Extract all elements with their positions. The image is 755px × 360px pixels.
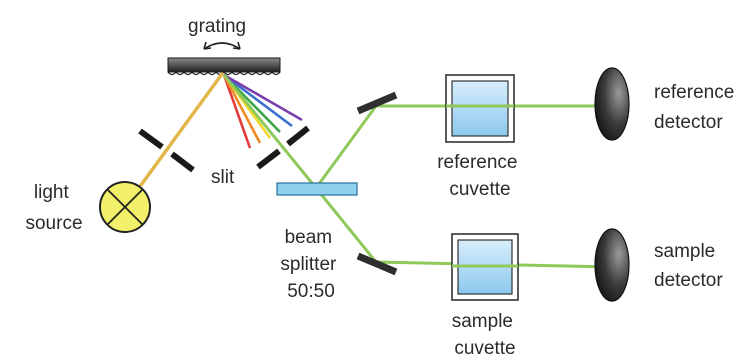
beam-splitter xyxy=(276,182,358,196)
diffraction-grating xyxy=(167,57,281,76)
reference-cuvette-label-line2: cuvette xyxy=(449,179,510,200)
beam-splitter-label: beam splitter 50:50 xyxy=(280,227,341,302)
sample-detector-label-line2: detector xyxy=(654,270,723,291)
sample-cuvette-label-line1: sample xyxy=(452,311,513,332)
beam-splitter-label-line3: 50:50 xyxy=(287,281,335,302)
reference-detector-label-line2: detector xyxy=(654,112,723,133)
white-light-beam xyxy=(123,72,224,209)
spectrum-ray-violet xyxy=(223,73,303,122)
light-source-label-line1: light xyxy=(34,182,70,203)
sample-detector-label: sample detector xyxy=(654,241,723,291)
spectrum-rays xyxy=(222,73,303,149)
reference-detector-label: reference detector xyxy=(654,82,740,133)
reference-cuvette xyxy=(445,74,515,143)
sample-detector-label-line1: sample xyxy=(654,241,715,262)
grating-rotation-arrow-icon xyxy=(203,41,241,50)
sample-cuvette xyxy=(451,233,519,301)
spectrum-ray-blue xyxy=(223,73,293,128)
monochromatic-beam xyxy=(222,74,613,269)
spectrum-ray-red xyxy=(222,74,252,149)
light-source-label: light source xyxy=(25,182,82,234)
light-source-lamp xyxy=(99,181,151,233)
sample-cuvette-label: sample cuvette xyxy=(452,311,519,359)
light-source-label-line2: source xyxy=(25,213,82,234)
reference-mirror xyxy=(356,91,398,115)
reference-detector xyxy=(594,67,630,141)
reference-cuvette-label-line1: reference xyxy=(437,152,517,173)
reference-detector-label-line1: reference xyxy=(654,82,734,103)
sample-mirror xyxy=(356,252,398,276)
slit-label: slit xyxy=(211,167,235,188)
exit-slit xyxy=(256,125,310,170)
spectrum-ray-orange xyxy=(222,74,262,144)
reference-cuvette-label: reference cuvette xyxy=(437,152,523,200)
sample-cuvette-label-line2: cuvette xyxy=(454,338,515,359)
beam-splitter-label-line1: beam xyxy=(285,227,333,248)
grating-label: grating xyxy=(188,16,246,37)
beam-splitter-label-line2: splitter xyxy=(280,254,337,275)
entrance-slit xyxy=(138,128,195,173)
sample-detector xyxy=(594,228,630,302)
